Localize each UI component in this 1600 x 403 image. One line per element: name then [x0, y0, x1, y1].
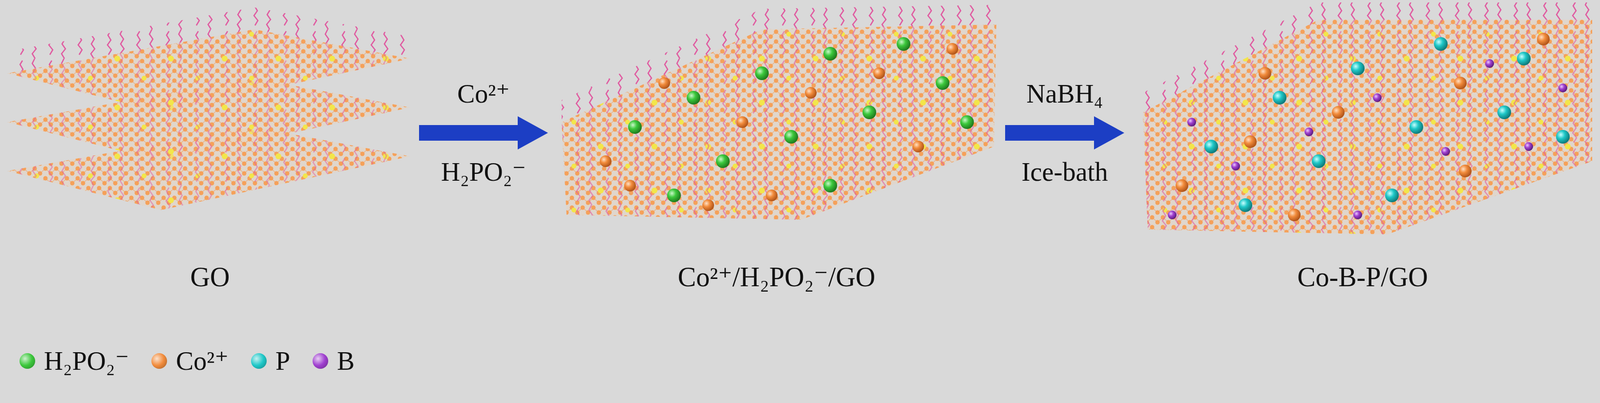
boron-ball [1304, 127, 1314, 137]
phosphorus-ball [1385, 188, 1399, 203]
boron-ball [1524, 142, 1534, 151]
legend-swatch [151, 353, 168, 369]
functional-group-strands [561, 4, 997, 123]
hypophosphite-ball [935, 76, 950, 90]
legend-item: Co²⁺ [151, 345, 229, 377]
boron-ball [1485, 59, 1495, 68]
legend-text: H₂PO₂⁻ [43, 345, 129, 377]
cobalt-ion-ball [873, 67, 885, 80]
legend-text: Co²⁺ [175, 345, 229, 377]
boron-ball [1372, 93, 1382, 103]
cobalt-ion-ball [765, 189, 778, 202]
phosphorus-ball [1350, 61, 1365, 76]
cobalt-ion-ball [599, 155, 612, 168]
stage-caption: Co²⁺/H₂PO₂⁻/GO [677, 261, 876, 293]
stage-panel: GO [4, 9, 416, 296]
cobalt-ball [1536, 32, 1550, 46]
hypophosphite-ball [667, 188, 681, 203]
cobalt-ion-ball [702, 199, 715, 211]
hypophosphite-ball [862, 105, 877, 120]
boron-ball [1167, 210, 1177, 220]
cobalt-ball [1458, 164, 1472, 178]
stage-caption: GO [190, 261, 231, 293]
legend-item: P [251, 345, 291, 377]
cobalt-ion-balls [599, 42, 959, 211]
boron-balls [1167, 59, 1568, 220]
graphene-sheet [561, 24, 997, 220]
boron-ball [1353, 210, 1363, 220]
functional-group-strands [1142, 19, 1593, 235]
legend-item: H₂PO₂⁻ [19, 345, 129, 377]
cobalt-ion-ball [946, 42, 959, 55]
legend-swatch [251, 353, 267, 369]
cobalt-ion-ball [658, 77, 671, 89]
phosphorus-ball [1497, 105, 1512, 120]
hypophosphite-ball [823, 178, 838, 193]
functional-group-strands [7, 7, 411, 74]
phosphorus-ball [1238, 198, 1253, 212]
cobalt-ion-ball [736, 116, 749, 128]
hypophosphite-balls [628, 37, 974, 203]
stage-caption: Co-B-P/GO [1297, 261, 1429, 293]
phosphorus-ball [1433, 37, 1448, 51]
graphene-sheet [1142, 19, 1593, 235]
stage-panel: Co-B-P/GO [1128, 9, 1598, 296]
boron-ball [1187, 117, 1197, 127]
cobalt-ball [1453, 76, 1467, 90]
legend-swatch [19, 353, 36, 369]
cobalt-ball [1331, 105, 1345, 119]
graphene-sheet [561, 24, 997, 220]
boron-ball [1558, 83, 1568, 93]
phosphorus-ball [1311, 154, 1326, 169]
graphene-oxide-stack [7, 7, 411, 211]
legend-text: P [275, 345, 291, 377]
co-b-p-sheet [1142, 2, 1593, 235]
phosphorus-balls [1204, 37, 1570, 212]
phosphorus-ball [1516, 51, 1531, 66]
phosphorus-ball [1409, 120, 1424, 134]
cobalt-ball [1287, 208, 1301, 222]
reagent-label: H₂PO₂⁻ [441, 156, 527, 188]
cobalt-ball [1175, 179, 1189, 192]
hypophosphite-ball [715, 154, 730, 169]
reagent-label: Ice-bath [1021, 156, 1109, 188]
cobalt-ball [1258, 66, 1272, 80]
phosphorus-ball [1556, 129, 1570, 144]
cobalt-ion-ball [624, 179, 636, 192]
graphene-sheet [1142, 19, 1593, 235]
cobalt-balls [1175, 32, 1550, 222]
hypophosphite-ball [755, 66, 769, 81]
legend-item: B [312, 345, 355, 377]
phosphorus-ball [1204, 139, 1219, 154]
hypophosphite-ball [960, 115, 974, 129]
reagent-label: Co²⁺ [457, 78, 510, 109]
reaction-arrow [419, 116, 548, 150]
boron-ball [1441, 147, 1451, 156]
cobalt-ion-ball [912, 140, 925, 153]
cobalt-ion-ball [804, 86, 817, 99]
legend: H₂PO₂⁻ Co²⁺ P B [19, 345, 378, 377]
legend-swatch [312, 353, 329, 369]
graphene-sheet [561, 24, 997, 220]
reagent-label: NaBH₄ [1026, 78, 1104, 109]
hypophosphite-ball [823, 46, 838, 61]
hypophosphite-ball [784, 129, 799, 144]
co-hypophosphite-sheet [561, 4, 997, 220]
boron-ball [1231, 161, 1241, 171]
hypophosphite-ball [896, 37, 911, 51]
functional-group-strands [1142, 2, 1593, 113]
cobalt-ball [1243, 135, 1257, 148]
graphene-sheet [1142, 19, 1593, 235]
functional-group-strands [561, 24, 997, 220]
hypophosphite-ball [686, 90, 701, 105]
reaction-arrow [1005, 116, 1125, 150]
phosphorus-ball [1272, 90, 1287, 105]
hypophosphite-ball [628, 120, 642, 134]
stage-panel: Co²⁺/H₂PO₂⁻/GO [551, 9, 1002, 296]
legend-text: B [336, 345, 355, 377]
